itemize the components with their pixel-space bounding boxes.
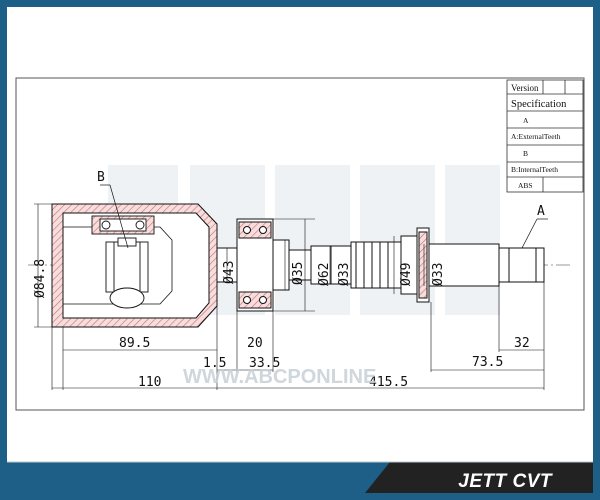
shaft xyxy=(216,218,545,312)
dim-d35: Ø35 xyxy=(291,262,306,285)
dim-d84-8: Ø84.8 xyxy=(33,259,48,298)
watermark: WWW.ABCPONLINE xyxy=(183,366,376,388)
dim-110: 110 xyxy=(138,375,161,390)
footer-model-label: JETT CVT xyxy=(458,471,552,492)
dim-89-5: 89.5 xyxy=(119,336,150,351)
spec-table xyxy=(506,79,584,193)
dim-73-5: 73.5 xyxy=(472,355,503,370)
callout-lines xyxy=(100,184,548,249)
spec-row-b-desc: B:InternalTeeth xyxy=(511,165,558,174)
spec-abs: ABS xyxy=(518,181,533,190)
dim-d43: Ø43 xyxy=(222,261,237,284)
length-dimension-lines xyxy=(51,282,545,390)
dim-415-5: 415.5 xyxy=(369,375,408,390)
diameter-lines xyxy=(34,203,425,328)
dim-d33-b: Ø33 xyxy=(431,263,446,286)
callout-b: B xyxy=(97,170,105,185)
spec-row-a-desc: A:ExternalTeeth xyxy=(511,132,561,141)
dim-32: 32 xyxy=(514,336,530,351)
spec-row-b: B xyxy=(523,149,528,158)
callout-a: A xyxy=(537,204,545,219)
spec-version-label: Version xyxy=(511,83,539,93)
drawing-border xyxy=(15,77,585,411)
dim-20: 20 xyxy=(247,336,263,351)
dim-d62: Ø62 xyxy=(317,263,332,286)
spec-row-a: A xyxy=(523,116,529,125)
dim-33-5: 33.5 xyxy=(249,356,280,371)
dim-d33-a: Ø33 xyxy=(337,263,352,286)
footer-bar xyxy=(7,461,593,493)
spec-specification-label: Specification xyxy=(511,99,567,110)
dim-d49: Ø49 xyxy=(399,263,414,286)
dim-1-5: 1.5 xyxy=(203,356,226,371)
tripod-bearing xyxy=(91,215,155,309)
